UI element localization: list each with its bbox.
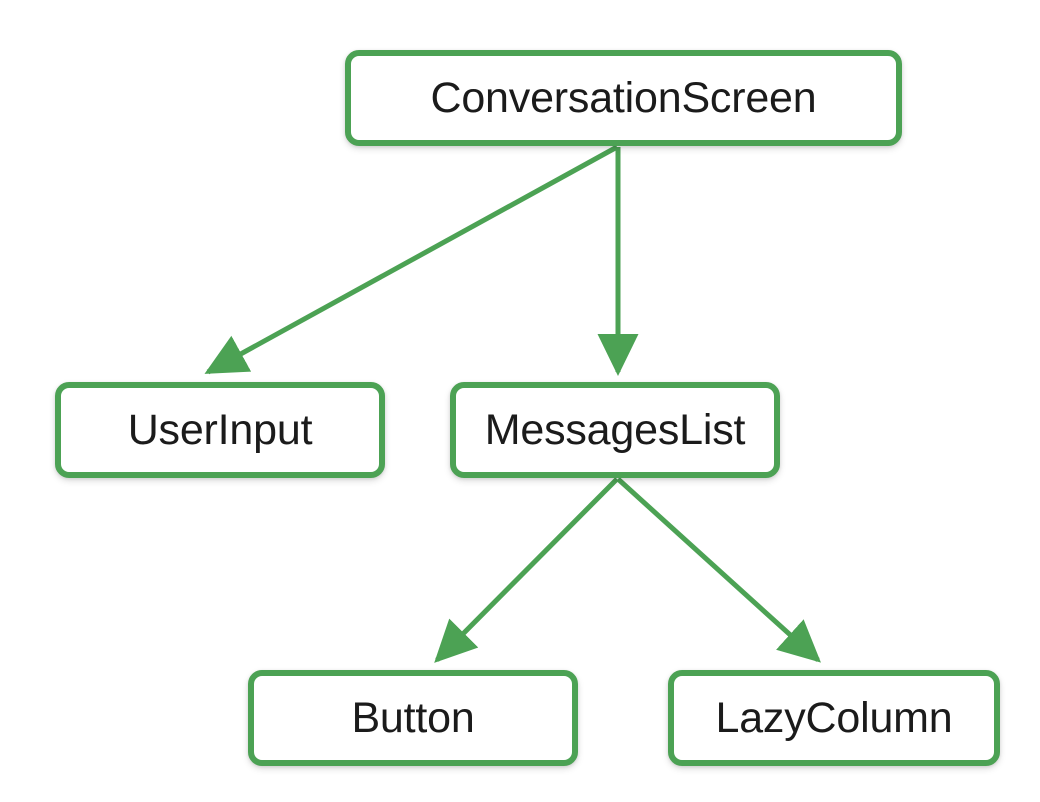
node-userinput[interactable]: UserInput: [55, 382, 385, 478]
node-messageslist[interactable]: MessagesList: [450, 382, 780, 478]
edge-messageslist-lazycolumn: [616, 477, 821, 663]
edge-conversationscreen-userinput: [204, 144, 619, 375]
node-label: UserInput: [127, 405, 313, 454]
node-lazycolumn[interactable]: LazyColumn: [668, 670, 1000, 766]
node-conversationscreen[interactable]: ConversationScreen: [345, 50, 902, 146]
node-label: MessagesList: [484, 405, 746, 454]
node-label: Button: [351, 693, 475, 742]
node-label: LazyColumn: [715, 693, 953, 742]
edge-messageslist-button: [434, 477, 619, 663]
node-button[interactable]: Button: [248, 670, 578, 766]
node-label: ConversationScreen: [430, 73, 817, 122]
